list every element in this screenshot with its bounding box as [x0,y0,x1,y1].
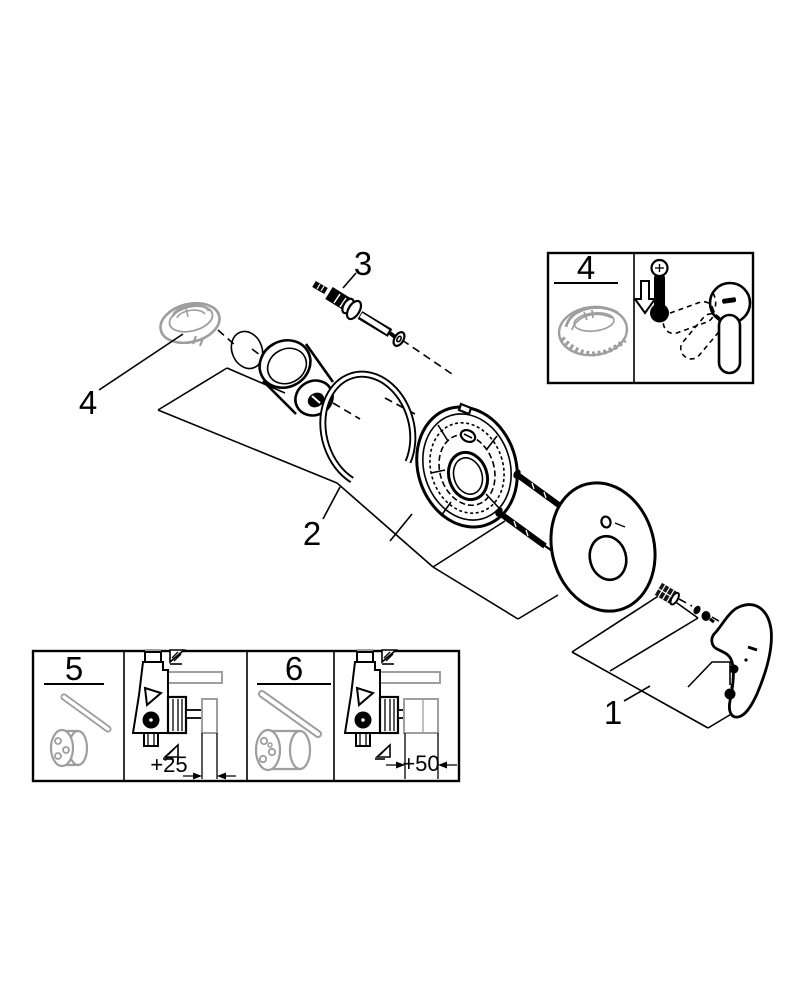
limiter-cap-icon [557,305,629,357]
temperature-limiter-cap-ghost [159,301,221,347]
down-arrow-icon [633,280,657,315]
inset-4-label: 4 [577,249,595,286]
escutcheon-plate [549,481,657,613]
callout-3: 3 [354,245,372,282]
callout-4-leader [98,333,184,391]
inset-5-label: 5 [65,650,83,687]
extension-50-parts-icon [254,690,322,772]
handle-rotation-icon [662,281,752,375]
inset-6-label: 6 [285,650,303,687]
mounting-plate [415,402,519,529]
extension-25-parts-icon [49,693,112,768]
callout-3-leader [342,272,357,289]
dimension-50: +50 [402,751,439,776]
o-ring [230,330,264,370]
escutcheon-screw-hole [600,515,612,529]
inset-temperature-limiter: 4 [546,249,755,385]
callout-1: 1 [604,694,622,731]
callout-2: 2 [303,515,321,552]
set-screws [724,664,739,700]
callouts: 1 2 3 4 [79,245,622,731]
dimension-25: +25 [150,752,187,777]
callout-2-leader [322,486,341,520]
valve-50-icon: +50 [343,648,457,779]
handle-screw [693,605,715,624]
inset-extension-sets: 5 6 [31,648,461,783]
wall-plane-group-2 [157,367,559,620]
cartridge-spindle [312,280,406,347]
wall-plane-group-1 [571,592,749,729]
lever-handle [710,603,773,719]
adapter-nut [654,582,680,606]
retaining-ring [319,370,417,483]
callout-4: 4 [79,384,97,421]
callout-1-leader [623,685,651,702]
valve-25-icon: +25 [131,648,236,780]
